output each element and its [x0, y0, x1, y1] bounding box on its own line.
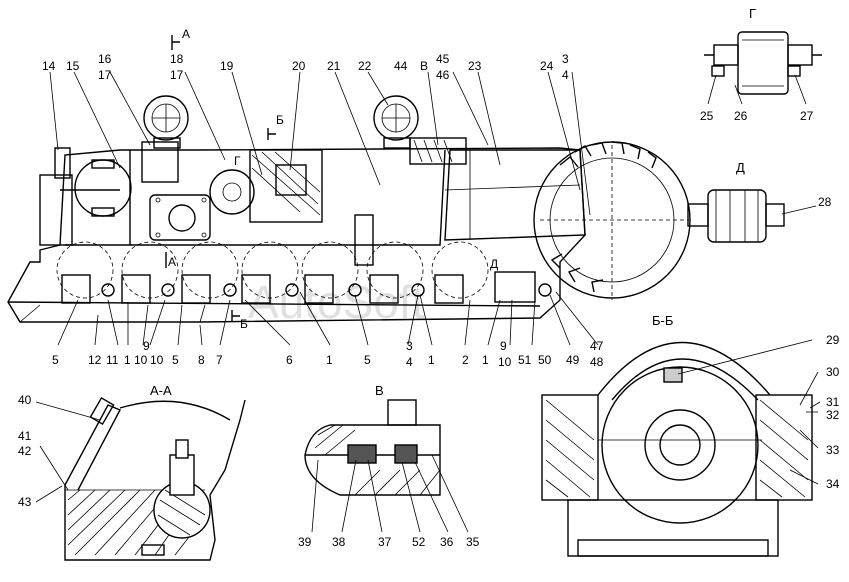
mark-b-top: Б — [276, 113, 284, 127]
label-26: 26 — [734, 109, 748, 123]
label-46: 46 — [436, 68, 450, 82]
label-32: 32 — [826, 408, 840, 422]
label-50: 50 — [538, 353, 552, 367]
label-34: 34 — [826, 477, 840, 491]
label-1-c: 1 — [428, 353, 435, 367]
label-31: 31 — [826, 395, 840, 409]
label-28: 28 — [818, 195, 832, 209]
label-8: 8 — [198, 353, 205, 367]
label-36: 36 — [440, 535, 454, 549]
section-aa: А-А 40 41 42 43 — [18, 383, 246, 561]
section-bb-title: Б-Б — [652, 313, 673, 328]
label-4-top: 4 — [562, 68, 569, 82]
label-30: 30 — [826, 365, 840, 379]
label-1-b: 1 — [326, 353, 333, 367]
label-45: 45 — [436, 52, 450, 66]
label-1-d: 1 — [482, 353, 489, 367]
label-9-b: 9 — [500, 339, 507, 353]
label-38: 38 — [332, 535, 346, 549]
label-9-a: 9 — [143, 339, 150, 353]
main-side-view — [7, 35, 691, 323]
label-3-top: 3 — [562, 52, 569, 66]
label-41: 41 — [18, 429, 32, 443]
label-29: 29 — [826, 333, 840, 347]
view-d-title: Д — [736, 160, 745, 175]
label-view-v: В — [420, 59, 428, 73]
section-bb: Б-Б 29 30 31 32 33 34 — [541, 313, 840, 557]
label-7: 7 — [216, 353, 223, 367]
label-10-a: 10 — [134, 353, 148, 367]
label-39: 39 — [298, 535, 312, 549]
label-35: 35 — [466, 535, 480, 549]
view-v-title: В — [375, 383, 384, 398]
label-19: 19 — [220, 59, 234, 73]
label-52: 52 — [412, 535, 426, 549]
section-aa-title: А-А — [150, 383, 172, 398]
label-20: 20 — [292, 59, 306, 73]
mark-g: Г — [234, 154, 241, 168]
label-24: 24 — [540, 59, 554, 73]
label-44: 44 — [394, 59, 408, 73]
label-5-a: 5 — [52, 353, 59, 367]
label-43: 43 — [18, 495, 32, 509]
view-g-title: Г — [749, 6, 756, 21]
mark-a-bottom: А — [168, 255, 176, 269]
view-g: Г 25 26 27 — [700, 6, 822, 123]
view-d: Д 28 — [687, 160, 832, 243]
label-47: 47 — [590, 339, 604, 353]
label-23: 23 — [468, 59, 482, 73]
label-16: 16 — [98, 52, 112, 66]
label-17-left: 17 — [98, 68, 112, 82]
label-22: 22 — [358, 59, 372, 73]
label-17-right: 17 — [170, 68, 184, 82]
label-2: 2 — [462, 353, 469, 367]
label-27: 27 — [800, 109, 814, 123]
label-1-a: 1 — [124, 353, 131, 367]
label-48: 48 — [590, 355, 604, 369]
label-37: 37 — [378, 535, 392, 549]
mark-d: Д — [490, 257, 498, 271]
label-40: 40 — [18, 393, 32, 407]
mark-b-bottom: Б — [240, 317, 248, 331]
label-6: 6 — [286, 353, 293, 367]
view-v: В 39 38 37 52 36 35 — [298, 383, 480, 549]
label-12: 12 — [88, 353, 102, 367]
label-4-bottom: 4 — [406, 355, 413, 369]
label-10-c: 10 — [498, 355, 512, 369]
label-10-b: 10 — [150, 353, 164, 367]
label-3-bottom: 3 — [406, 339, 413, 353]
label-5-c: 5 — [364, 353, 371, 367]
label-14: 14 — [42, 59, 56, 73]
label-18: 18 — [170, 52, 184, 66]
label-33: 33 — [826, 443, 840, 457]
label-25: 25 — [700, 109, 714, 123]
label-42: 42 — [18, 444, 32, 458]
mark-a-top: А — [182, 27, 190, 41]
label-15: 15 — [66, 59, 80, 73]
label-51: 51 — [518, 353, 532, 367]
label-11: 11 — [106, 353, 119, 367]
label-5-b: 5 — [172, 353, 179, 367]
label-49: 49 — [566, 353, 580, 367]
label-21: 21 — [327, 59, 341, 73]
